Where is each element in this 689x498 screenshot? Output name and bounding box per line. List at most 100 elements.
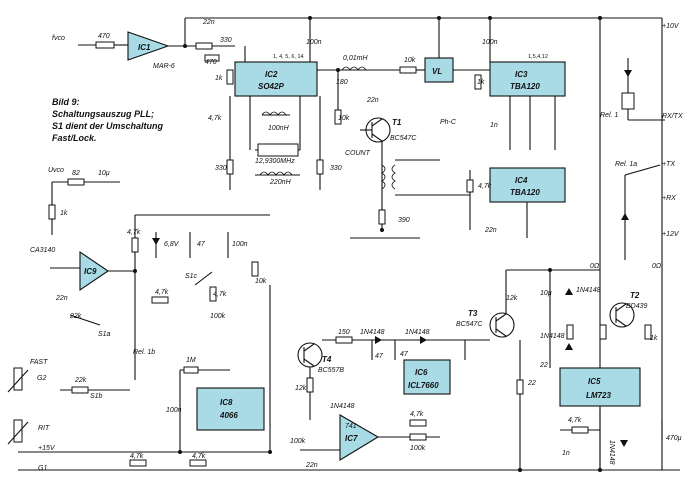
count-label: COUNT [345,150,371,157]
ic1-name: IC1 [138,43,151,52]
vl-block [320,18,490,125]
diode1-label: 1N4148 [360,329,385,336]
c470u-label: 470µ [666,435,682,442]
diode4-label: 1N4148 [576,287,601,294]
c47-label: 47 [197,241,206,248]
t1-transistor [360,117,470,230]
t4-ic6 [297,336,490,420]
r390-label: 390 [398,217,410,224]
r22-label: 22 [527,380,536,387]
diode3-label: 1N4148 [330,403,355,410]
ic1-amplifier [78,18,235,62]
rit-label: RIT [38,425,50,432]
ic8-switch [179,285,271,452]
diode6-label: 1N4148 [608,440,615,465]
ic1-part: MAR-6 [153,63,175,70]
ic2-part: SO42P [258,82,284,91]
relay1-label: Rel. 1 [600,112,618,119]
t2-name: T2 [630,291,640,300]
r1k2-label: 1k [477,79,485,86]
c100n-ic3-label: 100n [482,39,498,46]
t1-name: T1 [392,118,402,127]
ic2-name: IC2 [265,70,278,79]
ic8-part: 4066 [219,411,238,420]
r470-label: 470 [98,33,110,40]
r330-label: 330 [220,37,232,44]
tx-label: +TX [662,161,675,168]
ic6-part: ICL7660 [408,381,439,390]
ic7-name: IC7 [345,434,358,443]
ic5-name: IC5 [588,377,601,386]
g2-label: G2 [37,375,46,382]
t3-transistor [489,269,600,470]
ic9-name: IC9 [84,267,97,276]
caption-line4: Fast/Lock. [52,133,97,143]
caption-line1: Bild 9: [52,97,80,107]
ic3-name: IC3 [515,70,528,79]
figure-caption: Bild 9: Schaltungsauszug PLL; S1 dient d… [52,97,164,143]
vl-label: VL [432,67,442,76]
s1c-label: S1c [185,273,198,280]
ic3-amplifier [474,18,566,150]
c10u2-label: 10µ [540,290,552,297]
r4k7d-label: 4,7k [155,289,169,296]
r100k-label: 100k [210,313,226,320]
uvco-label: Uvco [48,167,64,174]
junction-dots [133,16,602,472]
r1k4-label: 1k [650,335,658,342]
t4-name: T4 [322,355,332,364]
ic3-part: TBA120 [510,82,540,91]
c180-label: 180 [336,79,348,86]
v12-label: +12V [662,231,680,238]
s1-switches [69,271,217,326]
t2-ic5-regulator [549,268,663,470]
ic2-mixer [226,18,345,190]
ic3-pins: 1,5,4,12 [528,54,548,60]
c1n2-label: 1n [562,450,570,457]
fast-rit [7,367,207,471]
c22nd-label: 22n [55,295,68,302]
c22nb-label: 22n [366,97,379,104]
r0b-label: 0Ω [652,263,662,270]
r4k7-label: 4,7k [208,115,222,122]
ic4-amplifier [466,167,566,238]
ic6-name: IC6 [415,368,428,377]
r470b-label: 470 [205,59,217,66]
relay1b-label: Rel. 1b [133,349,155,356]
c22d-label: 22 [539,362,548,369]
caption-line3: S1 dient der Umschaltung [52,121,164,131]
s1b-label: S1b [90,393,103,400]
r82-label: 82 [72,170,80,177]
v10-label: +10V [662,23,680,30]
c22nc-label: 22n [484,227,497,234]
diode2-label: 1N4148 [405,329,430,336]
c100n3-label: 100n [232,241,248,248]
r22k-label: 22k [69,313,82,320]
fvco-label: fvco [52,35,65,42]
c1n-label: 1n [490,122,498,129]
v15-label: +15V [38,445,56,452]
ic5-part: LM723 [586,391,611,400]
r0-label: 0Ω [590,263,600,270]
t4-part: BC557B [318,367,344,374]
r4k7b-label: 4,7k [478,183,492,190]
crystal-label: 12,9300MHz [255,158,295,165]
r10k3-label: 10k [338,115,350,122]
r1k-label: 1k [215,75,223,82]
t1-part: BC547C [390,135,417,142]
relay1 [621,58,665,121]
ic9-loop-filter [48,178,270,380]
c10u-label: 10µ [98,170,110,177]
r1m-label: 1M [186,357,196,364]
r4k7-g1-label: 4,7k [130,453,144,460]
c22ne-label: 22n [305,462,318,469]
r4k7e-label: 4,7k [213,291,227,298]
t3-part: BC547C [456,321,483,328]
inductor3-label: 220nH [269,179,292,186]
ic7-opamp [300,414,440,471]
phc-label: Ph-C [440,119,457,126]
t2-part: BD439 [626,303,648,310]
c47b-label: 47 [375,353,384,360]
